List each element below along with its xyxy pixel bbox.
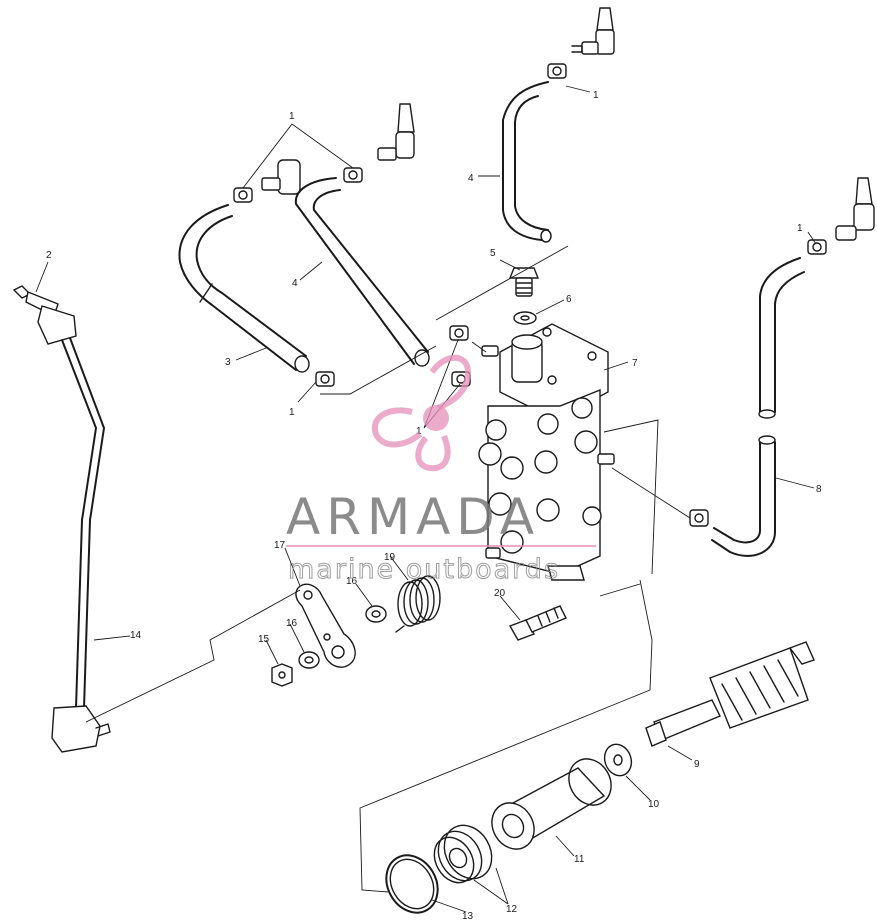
top-right-nipple-fitting	[571, 7, 615, 55]
nut-15	[271, 663, 293, 687]
watermark-tagline: marine outboards	[288, 554, 560, 585]
label-1-top-right: 1	[593, 90, 599, 101]
label-16b: 16	[346, 576, 358, 587]
curved-hose-3	[178, 204, 310, 373]
washer-16	[298, 651, 320, 669]
label-20: 20	[494, 588, 506, 599]
bushing-11	[491, 758, 612, 850]
washer-6	[513, 311, 537, 325]
oil-pump-assembly-7	[478, 323, 615, 581]
label-4-left: 4	[292, 278, 298, 289]
right-hose	[758, 257, 805, 419]
control-rod-14	[12, 285, 111, 753]
hose-clamp	[689, 509, 709, 527]
label-14: 14	[130, 630, 142, 641]
label-11: 11	[574, 854, 585, 865]
hose-clamp	[547, 63, 567, 79]
label-6: 6	[566, 294, 572, 305]
vertical-hose-4	[502, 81, 552, 243]
part-number-labels: 1 1 1 1 1 2 3 4 4 5 6 7 8 9 10 11 12 13 …	[46, 90, 822, 921]
leader-lines	[35, 85, 817, 913]
label-12: 12	[506, 904, 518, 915]
hose-clamp	[315, 371, 335, 387]
label-2: 2	[46, 250, 52, 261]
propeller-logo-icon	[371, 354, 472, 472]
right-nipple-fitting	[835, 177, 875, 241]
hose-clamp	[233, 187, 253, 203]
label-9: 9	[694, 759, 700, 770]
label-1-top-left: 1	[289, 111, 295, 122]
label-13: 13	[462, 911, 474, 921]
washer-16	[365, 605, 387, 623]
hose-clamp	[449, 325, 469, 341]
label-17: 17	[274, 540, 286, 551]
label-1-center: 1	[416, 426, 422, 437]
label-3: 3	[225, 357, 231, 368]
label-1-bottom-left: 1	[289, 407, 295, 418]
label-16a: 16	[286, 618, 298, 629]
spring-19	[395, 575, 441, 633]
label-8: 8	[816, 484, 822, 495]
label-4-top: 4	[468, 173, 474, 184]
curved-hose-4	[294, 177, 430, 367]
watermark-brand: ARMADA	[286, 488, 540, 546]
bolt-20	[508, 605, 567, 641]
label-15: 15	[258, 634, 270, 645]
hose-clamp	[807, 239, 827, 255]
lever-17	[295, 583, 356, 668]
label-19: 19	[384, 552, 396, 563]
washer-10	[603, 743, 633, 777]
label-1-right: 1	[797, 223, 803, 234]
label-10: 10	[648, 799, 660, 810]
label-7: 7	[632, 358, 638, 369]
drive-gear-9	[645, 641, 815, 747]
label-5: 5	[490, 248, 496, 259]
o-ring-13	[385, 854, 439, 914]
hose-clamp	[343, 167, 363, 183]
top-left-nipple-fitting	[377, 103, 415, 161]
armada-watermark: ARMADA marine outboards	[286, 354, 596, 586]
left-tee-fitting	[261, 159, 301, 195]
seal-12	[433, 824, 493, 884]
hose-8	[711, 435, 776, 557]
pump-screw-5	[508, 267, 540, 297]
assembly-lines	[85, 245, 691, 893]
